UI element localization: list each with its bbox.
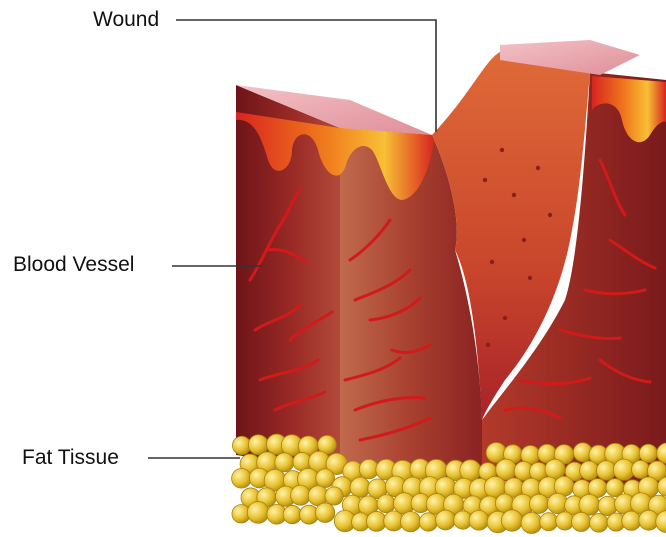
fat-globule	[350, 477, 370, 497]
fat-globule	[377, 495, 395, 513]
fat-globule	[436, 510, 456, 530]
fat-tissue-label: Fat Tissue	[22, 447, 119, 468]
fat-globule	[580, 461, 599, 480]
fat-globule	[291, 485, 311, 505]
fat-globule	[639, 444, 657, 462]
fat-globule	[247, 502, 269, 524]
blood-vessel-label: Blood Vessel	[13, 254, 134, 275]
fat-globule	[315, 503, 334, 522]
fat-globule	[501, 510, 522, 531]
fat-globule	[469, 510, 489, 530]
fat-globule	[529, 494, 548, 513]
wound-label: Wound	[93, 9, 159, 30]
fat-globule	[460, 460, 481, 481]
fat-globule	[590, 514, 609, 533]
fat-globule	[283, 505, 301, 523]
fat-globule	[521, 512, 542, 533]
fat-globule	[540, 513, 558, 531]
fat-globule	[275, 453, 294, 472]
fat-globule	[606, 479, 624, 497]
fat-globule	[400, 512, 420, 532]
fat-globule	[232, 468, 252, 488]
fat-globule	[325, 487, 343, 505]
fat-globule	[572, 512, 591, 531]
fat-globule	[622, 511, 641, 530]
fat-globule	[631, 460, 649, 478]
fat-globule	[419, 513, 437, 531]
